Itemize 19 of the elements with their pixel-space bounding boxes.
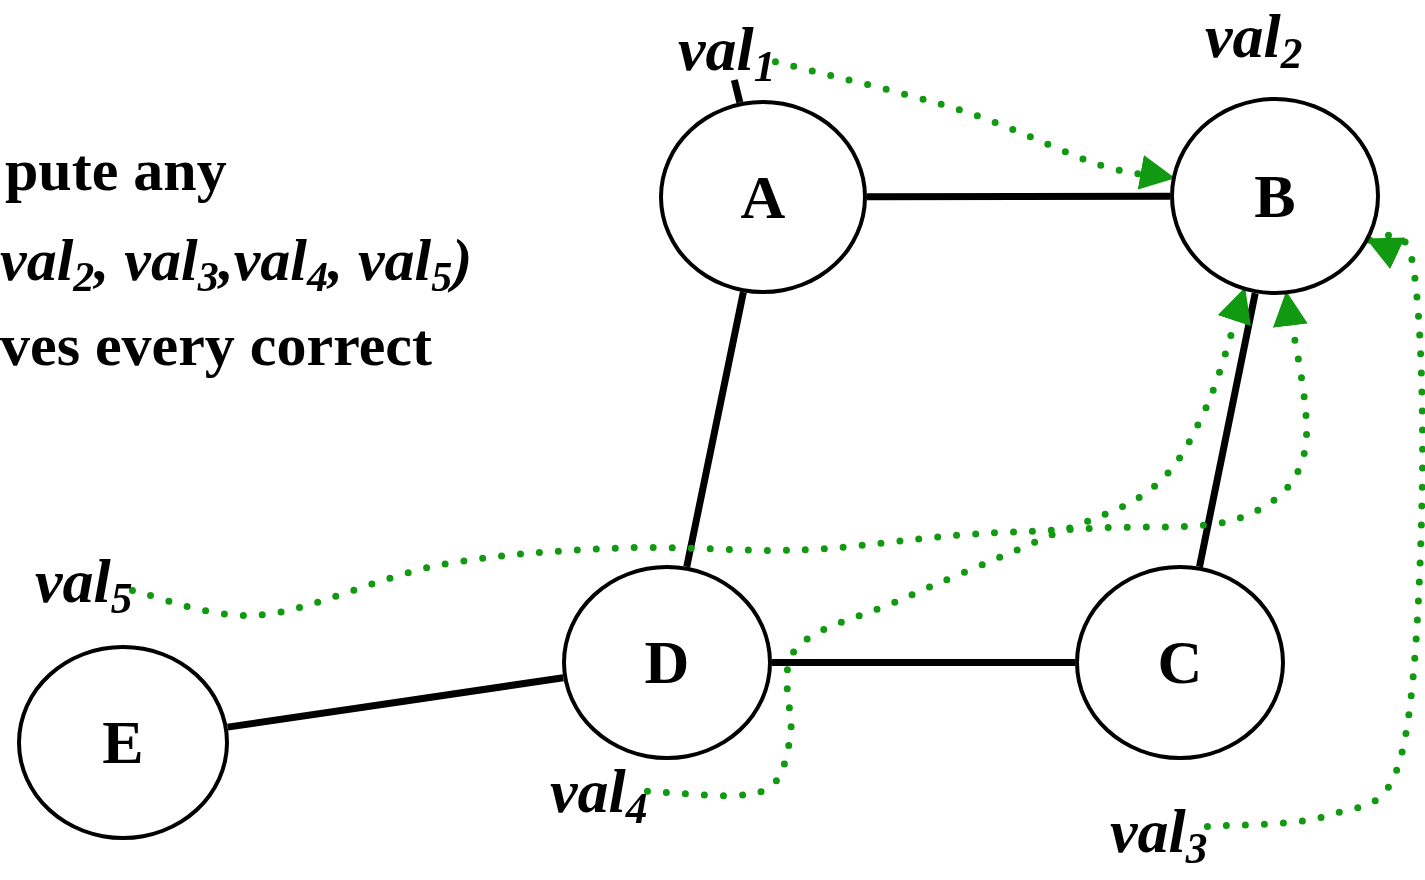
edge-line — [1196, 292, 1259, 568]
edge-line — [683, 291, 747, 568]
node-circle — [17, 645, 229, 840]
node-circle — [1170, 97, 1380, 295]
node-circle — [562, 565, 772, 760]
value-label: val$_{4}$ — [550, 760, 648, 822]
edge-line — [227, 674, 564, 731]
value-label: val$_{2}$ — [1205, 5, 1303, 67]
leader-line — [730, 79, 744, 104]
value-label: val$_{3}$ — [1110, 800, 1208, 862]
value-label: val$_{1}$ — [678, 18, 776, 80]
node-label: A — [740, 161, 786, 233]
node-circle — [1075, 565, 1285, 760]
node-label: B — [1254, 160, 1296, 232]
node-label: C — [1157, 627, 1203, 698]
node-circle — [659, 100, 867, 294]
node-label: D — [644, 627, 690, 698]
node-label: E — [102, 707, 144, 778]
value-label: val$_{5}$ — [35, 550, 133, 612]
